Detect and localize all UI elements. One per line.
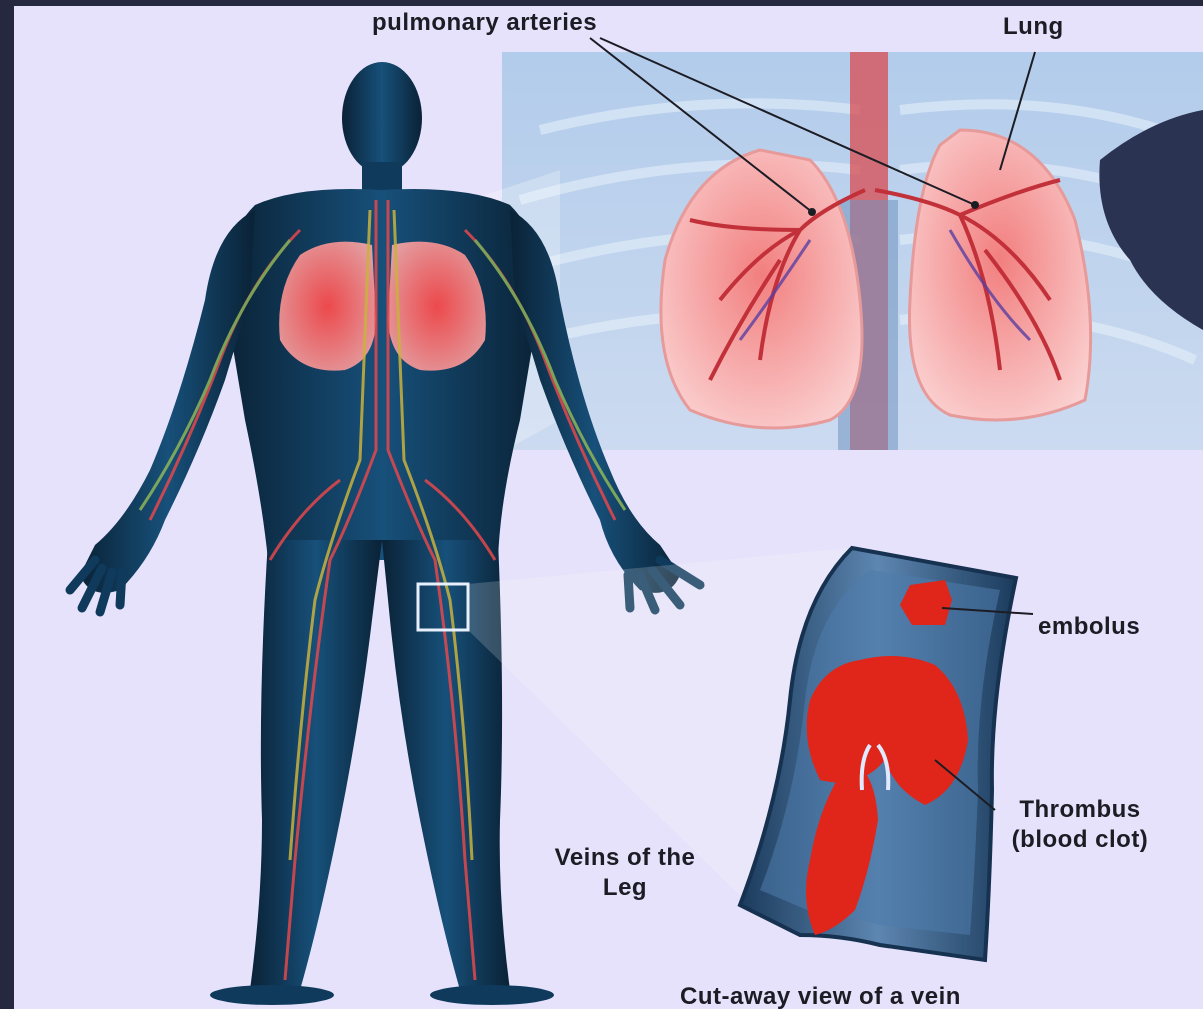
label-lung: Lung — [1003, 12, 1064, 42]
label-thrombus-line2: (blood clot) — [985, 825, 1175, 855]
label-embolus: embolus — [1038, 612, 1140, 642]
label-thrombus-line1: Thrombus — [985, 795, 1175, 825]
label-thrombus: Thrombus (blood clot) — [985, 795, 1175, 855]
label-cutaway-caption: Cut-away view of a vein — [680, 982, 961, 1009]
label-veins-line2: Leg — [520, 873, 730, 903]
label-pulmonary-arteries: pulmonary arteries — [372, 8, 597, 38]
label-veins-line1: Veins of the — [520, 843, 730, 873]
label-veins-of-leg: Veins of the Leg — [520, 843, 730, 903]
